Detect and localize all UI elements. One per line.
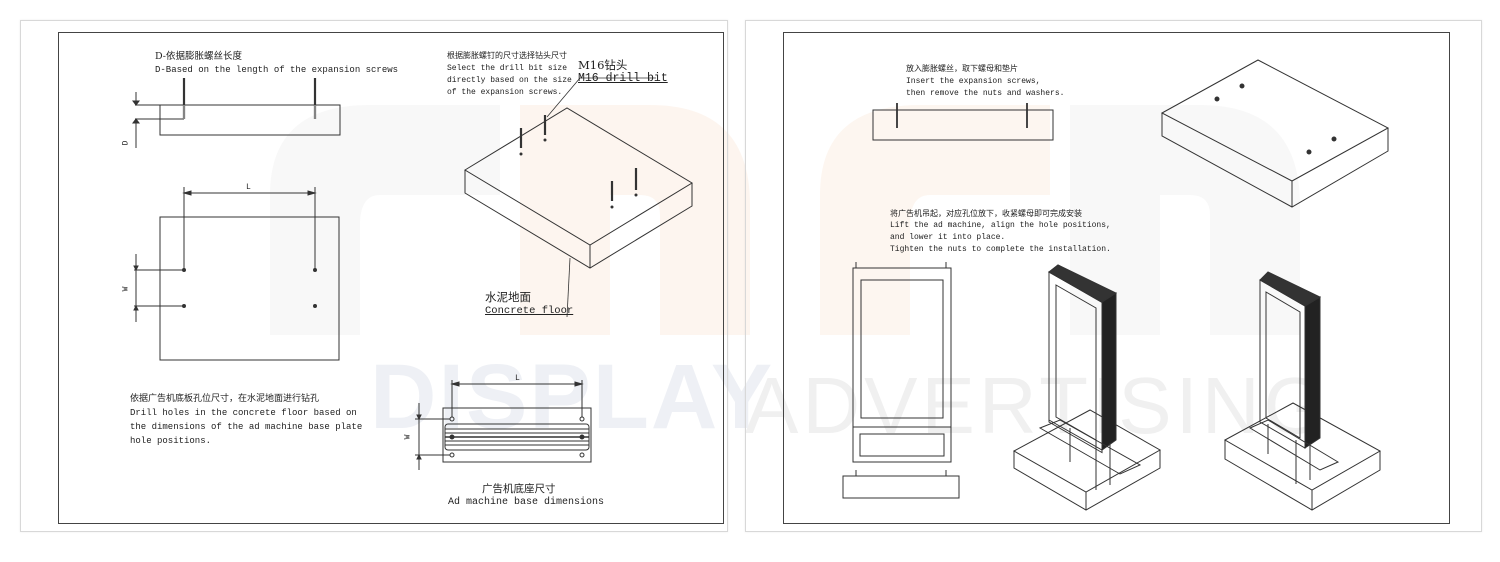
insert-note-en-2: then remove the nuts and washers. — [906, 89, 1065, 98]
hole-note-en-1: Drill holes in the concrete floor based … — [130, 408, 357, 418]
install-note-cn: 将广告机吊起，对应孔位放下，收紧螺母即可完成安装 — [890, 209, 1082, 218]
base-caption-en: Ad machine base dimensions — [448, 497, 605, 508]
drill-note-cn: 根据膨胀螺钉的尺寸选择钻头尺寸 — [447, 51, 567, 60]
drill-note-en-3: of the expansion screws. — [447, 88, 563, 97]
floor-label-cn: 水泥地面 — [485, 290, 531, 304]
drill-note-en-2: directly based on the size — [447, 76, 572, 85]
base-length-label: L — [515, 374, 520, 383]
depth-title-en: D-Based on the length of the expansion s… — [155, 65, 399, 75]
install-note-en-2: and lower it into place. — [890, 233, 1006, 242]
right-drawing-sheet — [745, 20, 1482, 532]
insert-note-cn: 放入膨胀螺丝，取下螺母和垫片 — [906, 64, 1018, 73]
drill-note-en-1: Select the drill bit size — [447, 64, 568, 73]
hole-length-label: L — [246, 183, 251, 192]
hole-note-cn: 依据广告机底板孔位尺寸，在水泥地面进行钻孔 — [130, 394, 320, 404]
hole-note-en-3: hole positions. — [130, 436, 212, 446]
install-note-en-3: Tighten the nuts to complete the install… — [890, 245, 1111, 254]
concrete-block-iso — [464, 77, 693, 318]
hole-width-label: W — [121, 286, 131, 292]
right-drawing-frame — [783, 32, 1450, 524]
base-caption-cn: 广告机底座尺寸 — [482, 483, 556, 495]
drill-bit-callout-cn: M16钻头 — [578, 58, 628, 72]
drill-bit-callout-en: M16 drill bit — [578, 72, 668, 85]
floor-label-en: Concrete floor — [485, 305, 574, 317]
left-drawing-frame — [58, 32, 724, 524]
machine-base-plan — [415, 380, 592, 470]
depth-title-cn: D-依据膨胀螺丝长度 — [155, 51, 243, 62]
depth-dim-label: D — [121, 140, 131, 146]
hole-layout-plan — [133, 187, 340, 361]
insert-note-en-1: Insert the expansion screws, — [906, 77, 1041, 86]
right-sheet-lines — [842, 59, 1390, 511]
base-width-label: W — [403, 434, 413, 440]
install-note-en-1: Lift the ad machine, align the hole posi… — [890, 221, 1111, 230]
hole-note-en-2: the dimensions of the ad machine base pl… — [130, 422, 363, 432]
left-drawing-sheet — [20, 20, 728, 532]
depth-block — [132, 78, 341, 148]
